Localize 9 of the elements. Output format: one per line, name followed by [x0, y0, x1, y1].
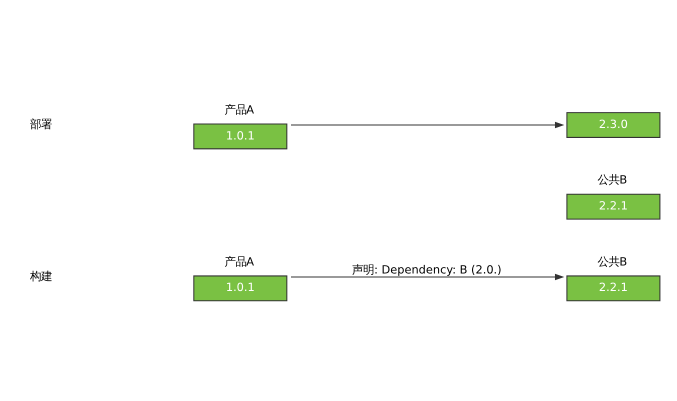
edge-label: 声明: Dependency: B (2.0.): [352, 262, 502, 276]
node-label: 公共B: [597, 172, 628, 186]
node-label: 产品A: [224, 102, 254, 116]
arrow: [291, 273, 564, 280]
node-label: 产品A: [224, 254, 254, 268]
label: 部署: [30, 116, 52, 130]
label: 构建: [30, 268, 52, 282]
arrow: [291, 121, 564, 128]
node-label: 公共B: [597, 254, 628, 268]
